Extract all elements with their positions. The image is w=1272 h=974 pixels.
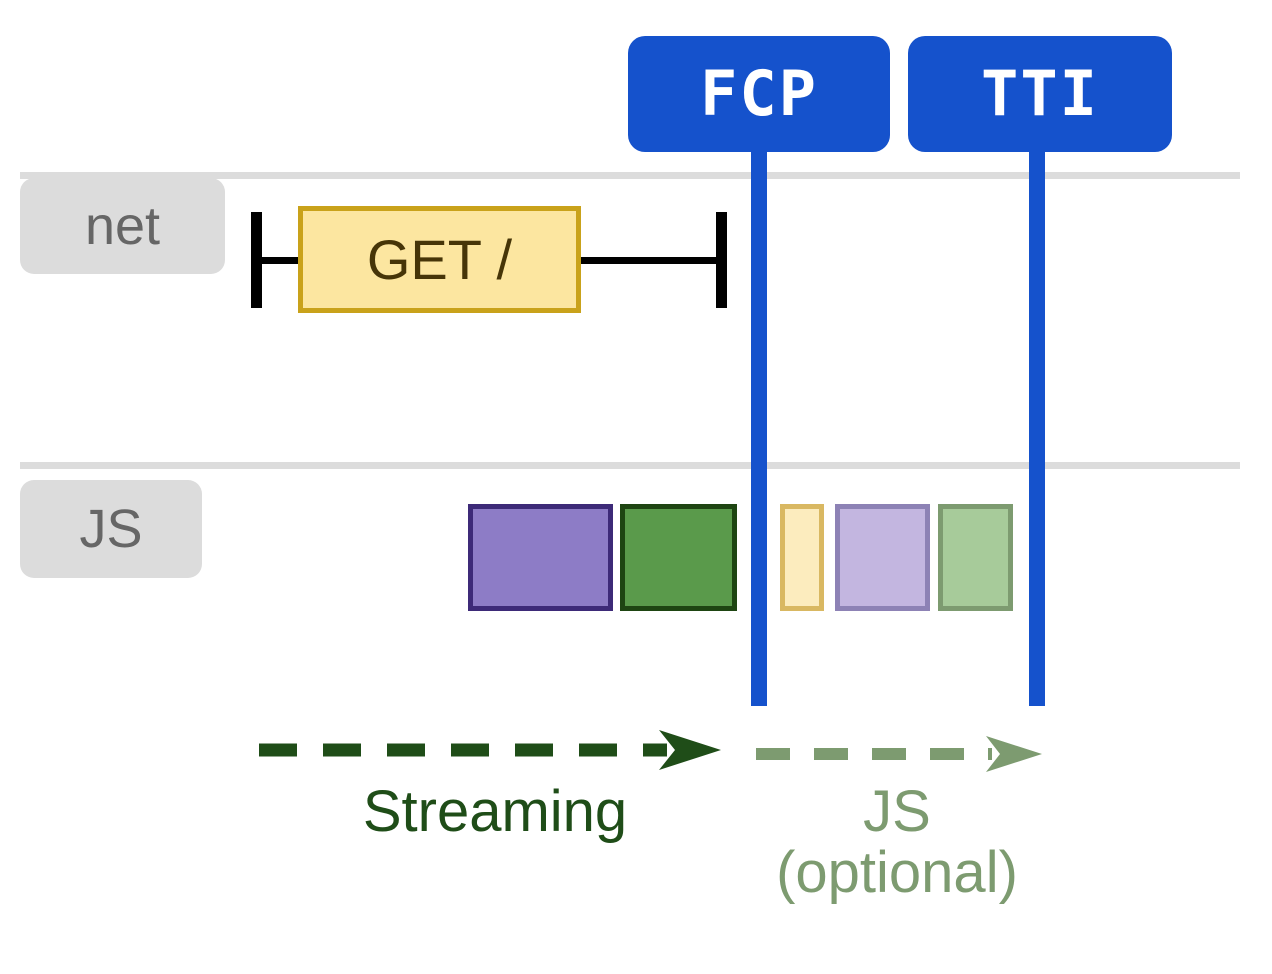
streaming-arrow-icon: [259, 730, 721, 770]
request-block-get[interactable]: GET /: [298, 206, 581, 313]
phase-streaming-caption: Streaming: [362, 779, 628, 844]
js-optional-arrow-icon: [756, 736, 1042, 772]
js-task-parse-1[interactable]: [468, 504, 613, 611]
phase-streaming: Streaming: [255, 730, 725, 842]
phase-js-optional-caption: JS (optional): [776, 779, 1018, 905]
request-trailing-line: [575, 257, 723, 264]
tti-badge-label[interactable]: TTI: [908, 36, 1172, 152]
net-lane-divider: [20, 172, 1240, 179]
lane-label-js: JS: [20, 480, 202, 578]
tti-marker-line: [1029, 144, 1045, 706]
request-leading-line: [251, 257, 305, 264]
js-task-execute-optional[interactable]: [938, 504, 1013, 611]
phase-js-optional: JS (optional): [752, 736, 1042, 903]
request-end-cap: [716, 212, 727, 308]
fcp-marker-line: [751, 144, 767, 706]
lane-label-net: net: [20, 178, 225, 274]
js-task-fetch-optional[interactable]: [780, 504, 824, 611]
js-task-execute-1[interactable]: [620, 504, 737, 611]
js-lane-divider: [20, 462, 1240, 469]
js-task-parse-optional[interactable]: [835, 504, 930, 611]
fcp-badge-label[interactable]: FCP: [628, 36, 890, 152]
